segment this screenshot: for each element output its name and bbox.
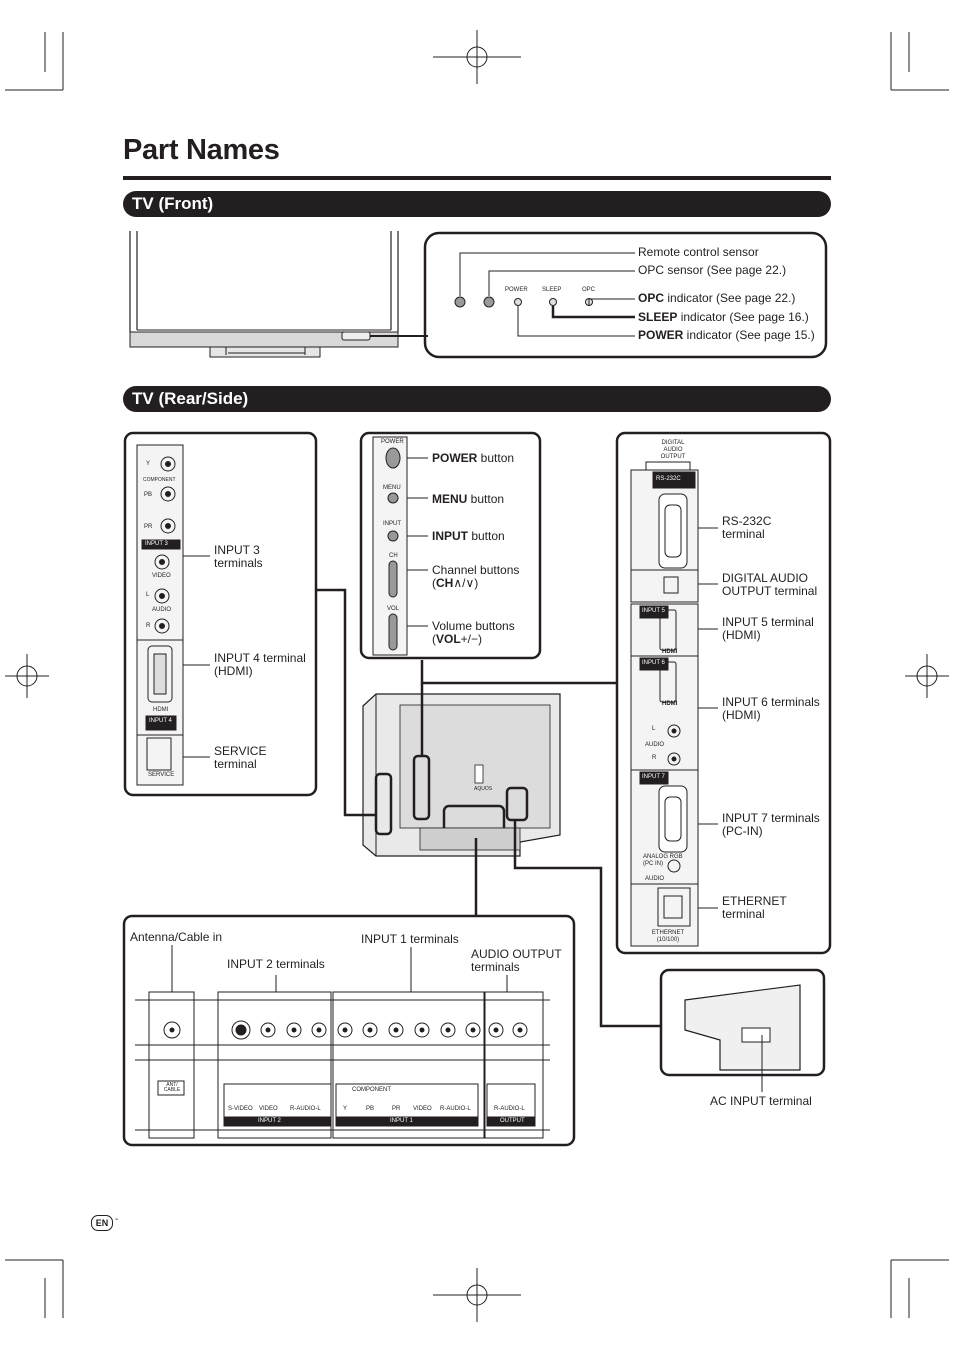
opc-indicator-label: OPC indicator (See page 22.) bbox=[638, 291, 796, 305]
side-hdmi: HDMI bbox=[153, 707, 169, 713]
language-badge: EN bbox=[91, 1215, 113, 1231]
section-heading-front: TV (Front) bbox=[123, 191, 831, 217]
channel-buttons-label: Channel buttons(CH∧/∨) bbox=[432, 563, 520, 590]
bottom-input2-tag: INPUT 2 bbox=[258, 1118, 281, 1124]
footer-dash: - bbox=[115, 1214, 119, 1225]
ethernet-text: ETHERNET (10/100) bbox=[651, 930, 685, 943]
rs232c-tag: RS-232C bbox=[656, 476, 681, 482]
side-pr: PR bbox=[144, 524, 153, 530]
input7-label: INPUT 7 terminals(PC-IN) bbox=[722, 811, 820, 838]
input5-hdmi: HDMI bbox=[662, 649, 678, 655]
side-y: Y bbox=[146, 461, 151, 467]
bottom-r-audio-l-out: R-AUDIO-L bbox=[494, 1106, 525, 1112]
bottom-pb: PB bbox=[366, 1106, 375, 1112]
right-l: L bbox=[652, 726, 656, 732]
input5-label: INPUT 5 terminal(HDMI) bbox=[722, 615, 814, 642]
opc-sensor-label: OPC sensor (See page 22.) bbox=[638, 263, 787, 277]
power-indicator-label: POWER indicator (See page 15.) bbox=[638, 328, 815, 342]
btn-menu-text: MENU bbox=[383, 485, 401, 491]
input6-hdmi: HDMI bbox=[662, 701, 678, 707]
btn-input-text: INPUT bbox=[383, 521, 401, 527]
bottom-video-1: VIDEO bbox=[413, 1106, 432, 1112]
side-input4-tag: INPUT 4 bbox=[149, 718, 172, 724]
menu-button-label: MENU button bbox=[432, 492, 505, 506]
ac-input-label: AC INPUT terminal bbox=[710, 1094, 812, 1108]
side-pb: PB bbox=[144, 492, 153, 498]
section-heading-rear: TV (Rear/Side) bbox=[123, 386, 831, 412]
right-r: R bbox=[652, 755, 657, 761]
page-title: Part Names bbox=[123, 134, 280, 166]
side-component: COMPONENT bbox=[143, 477, 176, 483]
side-audio: AUDIO bbox=[152, 607, 172, 613]
input2-label: INPUT 2 terminals bbox=[227, 957, 325, 971]
title-rule bbox=[123, 176, 831, 180]
btn-vol-text: VOL bbox=[387, 606, 400, 612]
right-audio2: AUDIO bbox=[645, 876, 665, 882]
input5-tag: INPUT 5 bbox=[642, 608, 665, 614]
bottom-s-video: S-VIDEO bbox=[228, 1106, 253, 1112]
analog-rgb-text: ANALOG RGB (PC IN) bbox=[643, 854, 683, 867]
sleep-indicator-label: SLEEP indicator (See page 16.) bbox=[638, 310, 809, 324]
indicator-sleep-text: SLEEP bbox=[542, 287, 562, 293]
input1-label: INPUT 1 terminals bbox=[361, 932, 459, 946]
bottom-y: Y bbox=[343, 1106, 348, 1112]
digital-audio-output-text: DIGITAL AUDIO OUTPUT bbox=[660, 440, 686, 460]
bottom-r-audio-l-2: R-AUDIO-L bbox=[290, 1106, 321, 1112]
bottom-pr: PR bbox=[392, 1106, 401, 1112]
bottom-r-audio-l-1: R-AUDIO-L bbox=[440, 1106, 471, 1112]
right-audio: AUDIO bbox=[645, 742, 665, 748]
side-l: L bbox=[146, 592, 150, 598]
input-button-label: INPUT button bbox=[432, 529, 505, 543]
side-r: R bbox=[146, 623, 151, 629]
side-service: SERVICE bbox=[148, 772, 175, 778]
power-button-label: POWER button bbox=[432, 451, 515, 465]
brand-logo: AQUOS bbox=[474, 786, 493, 792]
antenna-label: Antenna/Cable in bbox=[130, 930, 223, 944]
btn-ch-text: CH bbox=[389, 553, 398, 559]
input7-tag: INPUT 7 bbox=[642, 774, 665, 780]
btn-power-text: POWER bbox=[381, 439, 404, 445]
side-video: VIDEO bbox=[152, 573, 171, 579]
volume-buttons-label: Volume buttons(VOL+/−) bbox=[432, 619, 515, 646]
bottom-output-tag: OUTPUT bbox=[500, 1118, 525, 1124]
bottom-video-2: VIDEO bbox=[259, 1106, 278, 1112]
indicator-power-text: POWER bbox=[505, 287, 528, 293]
remote-sensor-label: Remote control sensor bbox=[638, 245, 759, 259]
bottom-input1-tag: INPUT 1 bbox=[390, 1118, 413, 1124]
ant-cable-text: ANT/ CABLE bbox=[163, 1082, 181, 1093]
input6-label: INPUT 6 terminals(HDMI) bbox=[722, 695, 820, 722]
input4-label: INPUT 4 terminal(HDMI) bbox=[214, 651, 306, 678]
indicator-opc-text: OPC bbox=[582, 287, 596, 293]
side-input3-tag: INPUT 3 bbox=[145, 541, 168, 547]
input6-tag: INPUT 6 bbox=[642, 660, 665, 666]
bottom-component: COMPONENT bbox=[352, 1087, 391, 1093]
